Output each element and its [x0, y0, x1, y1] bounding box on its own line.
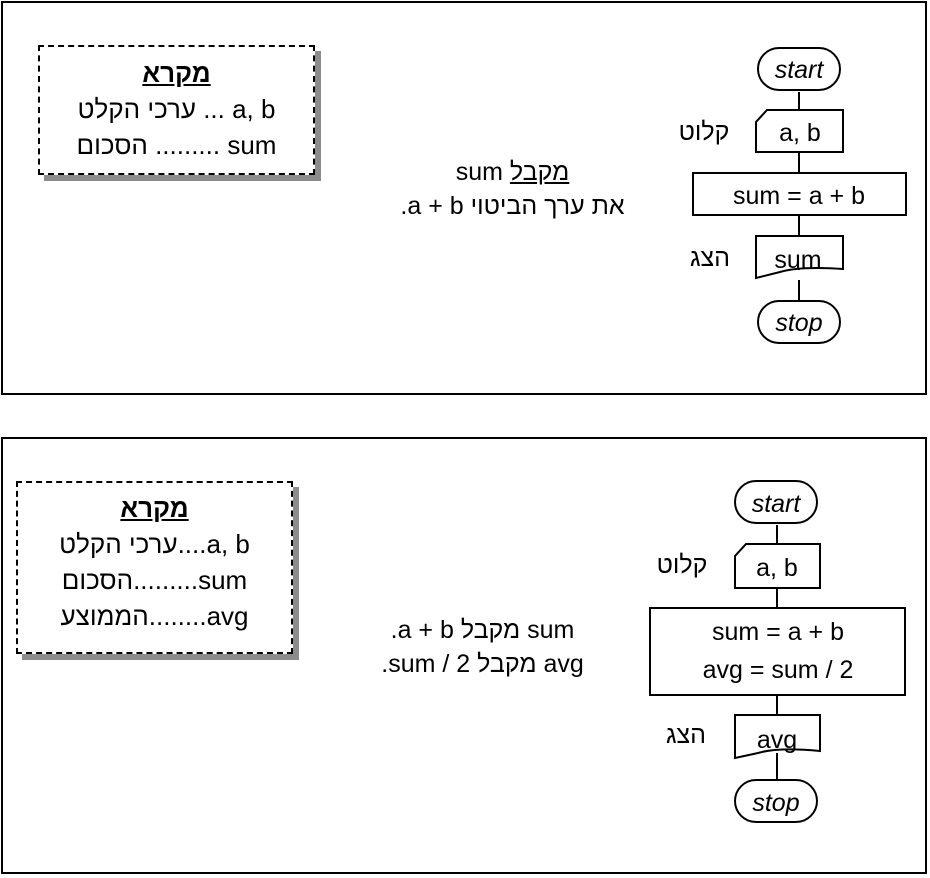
legend-row: avg........הממוצע: [60, 601, 249, 631]
output-text: sum: [774, 246, 821, 274]
legend-title: מקרא: [120, 493, 189, 523]
description-var: sum: [455, 158, 503, 186]
description-1: מקבל sum את ערך הביטוי a + b.: [340, 155, 685, 223]
input-label: קלוט: [657, 551, 708, 579]
legend-row: sum ......... הסכום: [76, 130, 277, 160]
start-text: start: [752, 490, 802, 518]
input-shape: [734, 543, 821, 589]
legend-box-2: מקרא a, b....ערכי הקלט sum.........הסכום…: [16, 481, 293, 654]
flowchart-2: start a, b sum = a + b avg = sum / 2 avg…: [649, 480, 906, 823]
process-box: [692, 172, 907, 216]
flowchart-1: start a, b sum = a + b sum stop קלוט הצג: [679, 47, 907, 344]
description-2: sum מקבל a + b. avg מקבל sum / 2.: [330, 613, 635, 681]
output-shape: [734, 714, 821, 760]
description-verb: מקבל: [509, 158, 570, 186]
legend-title: מקרא: [142, 58, 211, 88]
legend-row: sum.........הסכום: [61, 565, 248, 595]
description-line-2: avg מקבל sum / 2.: [381, 650, 584, 678]
input-label: קלוט: [679, 118, 730, 146]
output-shape: [755, 235, 844, 280]
stop-terminal: [734, 779, 818, 823]
input-text: a, b: [756, 554, 798, 582]
output-label: הצג: [690, 244, 730, 272]
stop-text: stop: [775, 309, 822, 337]
output-label: הצג: [666, 721, 706, 749]
start-terminal: [734, 480, 818, 524]
legend-row: a, b....ערכי הקלט: [59, 529, 250, 559]
legend-box-1: מקרא a, b ... ערכי הקלט sum ......... הס…: [38, 45, 315, 175]
stop-terminal: [757, 300, 841, 344]
description-line-1: sum מקבל a + b.: [390, 616, 575, 644]
legend-row: a, b ... ערכי הקלט: [77, 94, 276, 124]
description-line-2: את ערך הביטוי a + b.: [400, 192, 625, 220]
input-shape: [755, 109, 844, 153]
start-text: start: [775, 56, 825, 84]
process-text: sum = a + b: [733, 182, 865, 210]
input-text: a, b: [779, 119, 821, 147]
start-terminal: [757, 47, 841, 91]
process-box: [649, 607, 906, 696]
process-text: avg = sum / 2: [703, 656, 854, 684]
stop-text: stop: [752, 789, 799, 817]
process-text: sum = a + b: [712, 618, 844, 646]
description-line-1: מקבל sum: [340, 155, 685, 189]
output-text: avg: [757, 726, 797, 754]
